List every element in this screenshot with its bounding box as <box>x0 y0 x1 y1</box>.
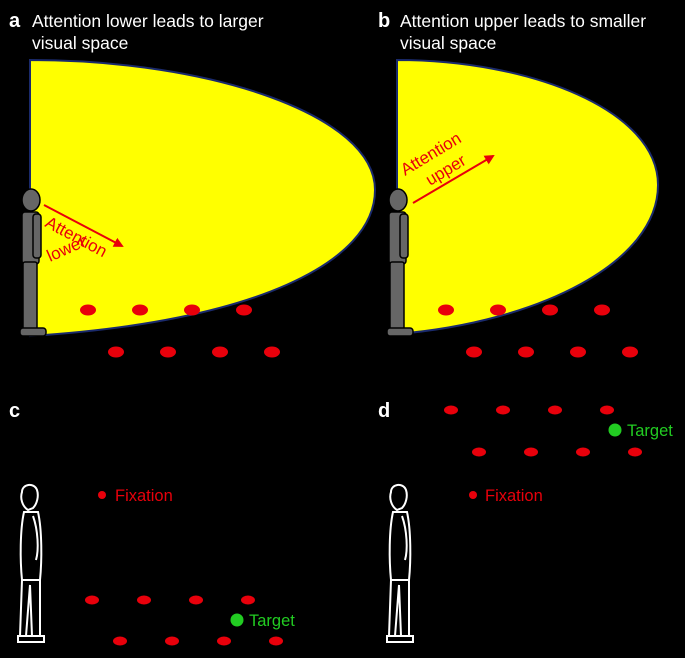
dot <box>518 346 534 358</box>
panel-d-target-label: Target <box>627 422 673 440</box>
panel-b-visual-field <box>396 58 660 336</box>
dot <box>264 346 280 358</box>
panel-c-person-outline-icon <box>17 484 45 643</box>
dot <box>85 595 99 605</box>
dot <box>184 304 200 316</box>
panel-a-attention-arrow <box>43 204 124 247</box>
panel-b-person-icon <box>386 188 414 337</box>
panel-b-title-line2: visual space <box>400 33 497 53</box>
dot <box>165 636 179 646</box>
dot <box>269 636 283 646</box>
panel-b-title-line1: Attention upper leads to smaller <box>400 11 647 31</box>
dot <box>113 636 127 646</box>
panel-c-target-dot <box>230 613 244 627</box>
dot <box>524 447 538 457</box>
dot <box>108 346 124 358</box>
dot <box>438 304 454 316</box>
dot <box>472 447 486 457</box>
panel-d-fixation-label: Fixation <box>485 487 543 505</box>
panel-d-fixation-dot <box>469 491 477 499</box>
dot <box>137 595 151 605</box>
dot <box>189 595 203 605</box>
dot <box>600 405 614 415</box>
panel-a-letter: a <box>9 10 21 32</box>
panel-b-title: Attention upper leads to smaller visual … <box>400 10 646 54</box>
dot <box>466 346 482 358</box>
dot <box>236 304 252 316</box>
panel-c-target-label: Target <box>249 612 295 630</box>
dot <box>622 346 638 358</box>
dot <box>576 447 590 457</box>
dot <box>80 304 96 316</box>
dot <box>570 346 586 358</box>
dot <box>490 304 506 316</box>
panel-a-dots <box>80 304 280 358</box>
dot <box>217 636 231 646</box>
dot <box>160 346 176 358</box>
dot <box>132 304 148 316</box>
dot <box>444 405 458 415</box>
dot <box>548 405 562 415</box>
panel-c-fixation-label: Fixation <box>115 487 173 505</box>
panel-d-dots <box>444 405 642 457</box>
dot <box>496 405 510 415</box>
panel-d-letter: d <box>378 400 391 422</box>
panel-a-title: Attention lower leads to larger visual s… <box>32 10 264 54</box>
panel-a-person-icon <box>19 188 47 337</box>
panel-d-target-dot <box>608 423 622 437</box>
dot <box>594 304 610 316</box>
panel-c-dots <box>85 595 283 646</box>
panel-a-visual-field <box>29 58 377 338</box>
dot <box>628 447 642 457</box>
panel-a-title-line1: Attention lower leads to larger <box>32 11 264 31</box>
dot <box>542 304 558 316</box>
panel-b-letter: b <box>378 10 391 32</box>
panel-c-letter: c <box>9 400 21 422</box>
panel-a-title-line2: visual space <box>32 33 129 53</box>
panel-b-dots <box>438 304 638 358</box>
dot <box>212 346 228 358</box>
panel-d-person-outline-icon <box>386 484 414 643</box>
panel-b-attention-arrow <box>412 154 495 204</box>
dot <box>241 595 255 605</box>
panel-c-fixation-dot <box>98 491 106 499</box>
